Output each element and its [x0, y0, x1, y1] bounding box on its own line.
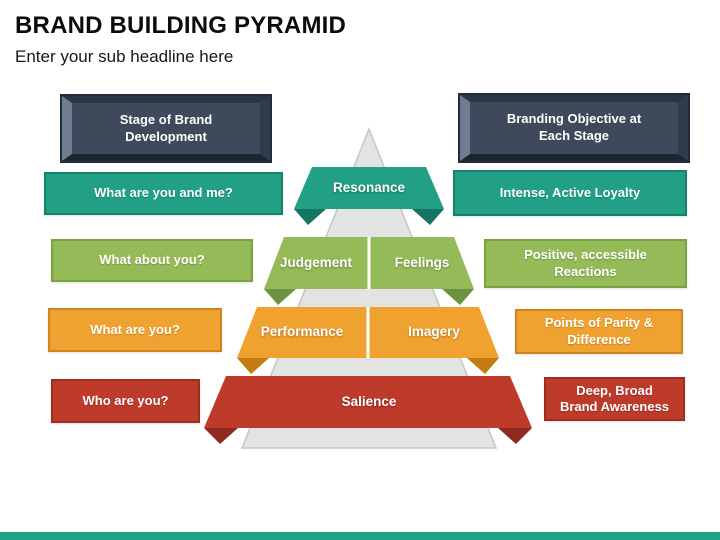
band-divider-judgement-feelings [367, 237, 371, 289]
stage-box-performance-imagery-label: What are you? [90, 321, 180, 337]
stage-box-performance-imagery: What are you? [48, 308, 222, 352]
objective-box-judgement-feelings-label: Positive, accessible Reactions [524, 247, 647, 279]
band-judgement-feelings-fold-right [442, 289, 474, 305]
band-divider-performance-imagery [366, 307, 370, 358]
column-header-stage: Stage of Brand Development [60, 94, 272, 163]
column-header-stage-label: Stage of Brand Development [119, 111, 213, 144]
band-label-performance: Performance [260, 324, 344, 339]
stage-box-judgement-feelings-label: What about you? [99, 252, 205, 268]
bottom-accent-bar [0, 532, 720, 540]
stage-box-judgement-feelings: What about you? [51, 239, 253, 282]
band-performance-imagery-fold-left [237, 358, 269, 374]
band-label-salience: Salience [341, 394, 397, 409]
objective-box-salience-label: Deep, Broad Brand Awareness [559, 382, 670, 414]
objective-box-judgement-feelings: Positive, accessible Reactions [484, 239, 687, 288]
band-label-resonance: Resonance [332, 180, 406, 195]
objective-box-performance-imagery: Points of Parity & Difference [515, 309, 683, 354]
column-header-objective: Branding Objective at Each Stage [458, 93, 690, 163]
band-resonance-fold-left [294, 209, 326, 225]
page-title: BRAND BUILDING PYRAMID [15, 12, 347, 39]
stage-box-salience: Who are you? [51, 379, 200, 423]
objective-box-salience: Deep, Broad Brand Awareness [544, 377, 685, 421]
band-label-imagery: Imagery [408, 324, 460, 339]
stage-box-resonance-label: What are you and me? [94, 185, 233, 201]
band-label-feelings: Feelings [394, 255, 450, 270]
stage-box-resonance: What are you and me? [44, 172, 283, 215]
band-salience-fold-left [204, 428, 238, 444]
band-resonance-fold-right [412, 209, 444, 225]
band-judgement-feelings-fold-left [264, 289, 296, 305]
column-header-objective-label: Branding Objective at Each Stage [506, 111, 642, 143]
stage-box-salience-label: Who are you? [82, 392, 169, 408]
band-label-judgement: Judgement [279, 255, 352, 270]
objective-box-performance-imagery-label: Points of Parity & Difference [544, 315, 654, 347]
band-performance-imagery-fold-right [467, 358, 499, 374]
page-subtitle: Enter your sub headline here [15, 47, 234, 66]
objective-box-resonance-label: Intense, Active Loyalty [499, 184, 641, 200]
band-salience-fold-right [498, 428, 532, 444]
band-resonance [294, 167, 444, 209]
objective-box-resonance: Intense, Active Loyalty [453, 170, 687, 216]
band-salience [204, 376, 532, 428]
